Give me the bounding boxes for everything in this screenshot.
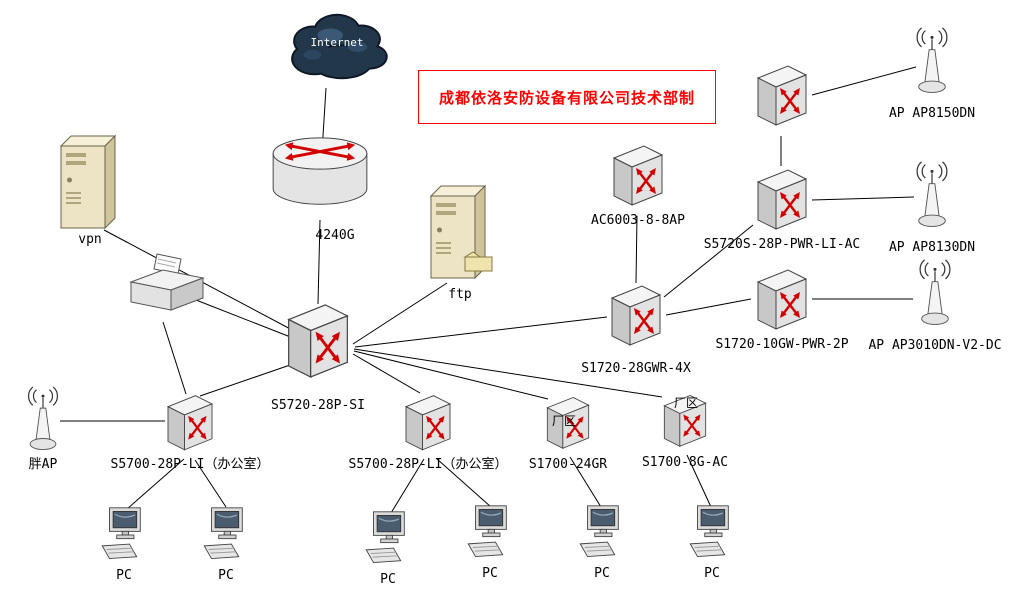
device-label: S1700-8G-AC	[641, 455, 729, 470]
pc-2: PC	[191, 506, 261, 583]
device-label: S5700-28P-LI（办公室）	[348, 457, 508, 472]
router-icon	[271, 134, 369, 216]
switch-icon	[752, 266, 812, 338]
pc-4: PC	[455, 504, 525, 581]
ac6003-8-8ap: AC6003-8-8AP	[568, 142, 708, 228]
pc-icon	[201, 506, 251, 564]
connection-line	[436, 458, 492, 508]
switch-icon	[752, 62, 812, 134]
pc-icon	[99, 506, 149, 564]
connection-line	[354, 316, 608, 348]
pc-icon	[363, 510, 413, 568]
switch-top-right	[752, 62, 812, 134]
connection-line	[811, 196, 915, 201]
device-label: PC	[594, 566, 610, 581]
connection-line	[665, 298, 752, 316]
switch-s5720-28p-si: S5720-28P-SI	[238, 300, 398, 413]
zone-label: 厂区	[552, 414, 577, 428]
antenna-icon	[913, 26, 951, 100]
switch-icon	[606, 282, 666, 354]
printer-icon	[125, 252, 209, 322]
connection-line	[317, 219, 321, 305]
ap-ap3010dn-v2-dc: AP AP3010DN-V2-DC	[860, 258, 1010, 353]
device-label: S5700-28P-LI（办公室）	[110, 457, 270, 472]
device-label: 4240G	[315, 228, 355, 243]
switch-s1720-28gwr-4x: S1720-28GWR-4X	[561, 282, 711, 376]
pc-icon	[577, 504, 627, 562]
connection-line	[569, 456, 602, 508]
antenna-icon	[916, 258, 954, 332]
connection-line	[353, 348, 663, 398]
device-label: PC	[218, 568, 234, 583]
ap-ap8130dn: AP AP8130DN	[877, 160, 987, 255]
connection-line	[162, 321, 187, 395]
switch-s5700-28p-li-office-1: S5700-28P-LI（办公室）	[90, 392, 290, 472]
server-ftp: ftp	[410, 182, 510, 302]
cloud-label: Internet	[310, 36, 364, 49]
connection-line	[663, 224, 754, 298]
connection-line	[194, 459, 227, 508]
pc-icon	[687, 504, 737, 562]
device-label: S1700-24GR	[528, 457, 608, 472]
internet-cloud: Internet	[282, 6, 392, 88]
connection-line	[199, 363, 294, 397]
antenna-icon	[24, 386, 62, 456]
pc-3: PC	[353, 510, 423, 587]
device-label: vpn	[78, 232, 102, 247]
connection-line	[126, 458, 185, 510]
connection-line	[352, 282, 448, 345]
title-banner-text: 成都依洛安防设备有限公司技术部制	[438, 89, 695, 107]
connection-line	[686, 454, 712, 508]
fat-ap: 胖AP	[8, 386, 78, 472]
connection-line	[195, 299, 294, 339]
device-label: PC	[704, 566, 720, 581]
connection-line	[352, 353, 421, 394]
device-label: ftp	[448, 287, 472, 302]
device-label: PC	[116, 568, 132, 583]
connection-line	[635, 215, 638, 284]
switch-s1700-8g-ac: S1700-8G-AC	[625, 392, 745, 470]
pc-5: PC	[567, 504, 637, 581]
switch-s1720-10gw-pwr-2p: S1720-10GW-PWR-2P	[697, 266, 867, 352]
connection-line	[353, 350, 549, 400]
connection-line	[390, 458, 425, 514]
router-4240g: 4240G	[266, 134, 374, 243]
server-vpn: vpn	[40, 132, 140, 247]
switch-s5700-28p-li-office-2: S5700-28P-LI（办公室）	[328, 392, 528, 472]
device-label: S5720-28P-SI	[271, 398, 365, 413]
device-label: PC	[482, 566, 498, 581]
pc-icon	[465, 504, 515, 562]
device-label: AP AP8130DN	[888, 240, 976, 255]
pc-1: PC	[89, 506, 159, 583]
switch-icon	[399, 392, 457, 458]
device-label: AP AP3010DN-V2-DC	[868, 338, 1002, 353]
device-label: PC	[380, 572, 396, 587]
printer	[125, 252, 209, 322]
title-banner: 成都依洛安防设备有限公司技术部制	[418, 70, 716, 124]
switch-icon	[281, 300, 355, 388]
switch-icon	[608, 142, 668, 214]
switch-icon	[752, 166, 812, 238]
device-label: S1720-10GW-PWR-2P	[715, 337, 849, 352]
ap-ap8150dn: AP AP8150DN	[877, 26, 987, 121]
server-icon	[54, 132, 126, 232]
switch-s1700-24gr: S1700-24GR	[508, 394, 628, 472]
folder-icon	[463, 251, 493, 272]
switch-icon	[161, 392, 219, 458]
device-label: AC6003-8-8AP	[591, 213, 685, 228]
device-label: S5720S-28P-PWR-LI-AC	[703, 237, 861, 252]
pc-6: PC	[677, 504, 747, 581]
antenna-icon	[913, 160, 951, 234]
switch-s5720s-28p-pwr-li-ac: S5720S-28P-PWR-LI-AC	[687, 166, 877, 252]
connection-line	[811, 66, 917, 96]
zone-label: 厂区	[674, 396, 699, 410]
device-label: 胖AP	[28, 457, 58, 472]
device-label: AP AP8150DN	[888, 106, 976, 121]
device-label: S1720-28GWR-4X	[581, 361, 691, 376]
